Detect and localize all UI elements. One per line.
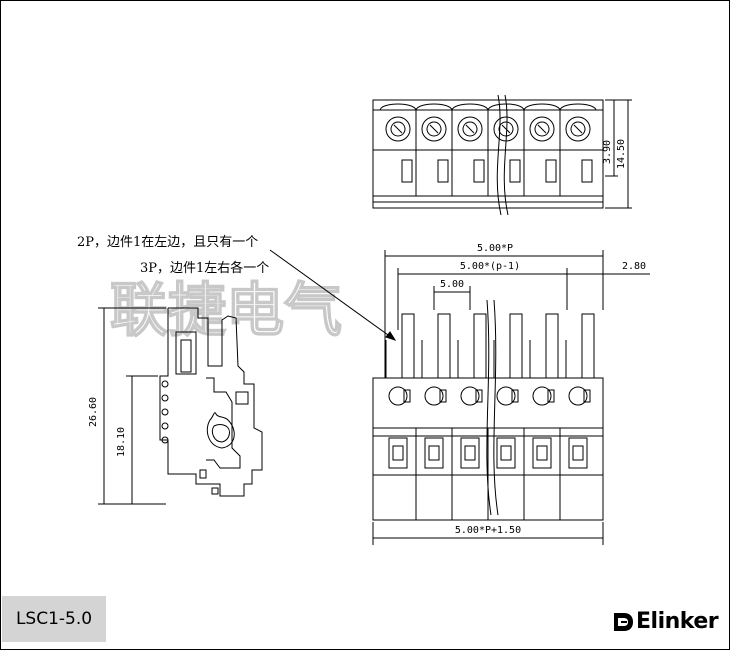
note-leader	[269, 249, 397, 341]
front-view	[372, 250, 650, 545]
front-wire-entry	[568, 437, 588, 469]
dim-26-60: 26.60	[88, 397, 99, 427]
top-latch	[401, 159, 413, 183]
top-latch	[437, 159, 449, 183]
top-screw-head	[385, 116, 411, 142]
front-screw-tab	[547, 389, 555, 403]
front-screw-hole	[388, 386, 408, 406]
top-screw-slot	[537, 124, 547, 134]
top-screw-slot	[573, 124, 583, 134]
top-view	[372, 94, 632, 216]
front-wire-entry-inner	[464, 445, 476, 461]
dim-edge-offset: 2.80	[622, 261, 646, 272]
top-screw-arc	[523, 103, 561, 111]
top-screw-slot	[465, 124, 475, 134]
front-wire-entry-inner	[572, 445, 584, 461]
top-screw-inner	[390, 121, 406, 137]
top-latch	[473, 159, 485, 183]
front-screw-hole	[532, 386, 552, 406]
dim-14-50: 14.50	[616, 139, 627, 169]
front-clip	[581, 313, 595, 379]
brand-logo: Elinker	[612, 609, 719, 634]
top-screw-head	[529, 116, 555, 142]
top-screw-arc	[379, 103, 417, 111]
front-screw-tab	[475, 389, 483, 403]
front-screw-tab	[403, 389, 411, 403]
dim-pitch-total: 5.00*P	[477, 243, 513, 254]
top-screw-slot	[393, 124, 403, 134]
note-line-1: 2P，边件1在左边，且只有一个	[77, 235, 258, 250]
front-wire-entry	[388, 437, 408, 469]
front-wire-entry-inner	[500, 445, 512, 461]
top-screw-head	[565, 116, 591, 142]
top-screw-inner	[534, 121, 550, 137]
front-screw-hole	[568, 386, 588, 406]
front-clip	[401, 313, 415, 379]
side-view	[98, 307, 263, 505]
front-clip	[545, 313, 559, 379]
top-latch	[545, 159, 557, 183]
front-wire-entry	[532, 437, 552, 469]
front-wire-entry	[424, 437, 444, 469]
top-screw-inner	[462, 121, 478, 137]
top-screw-slot	[501, 124, 511, 134]
brand-name: Elinker	[636, 609, 719, 634]
dim-overall-width: 5.00*P+1.50	[455, 525, 521, 536]
elinker-logo-icon	[614, 612, 633, 631]
dim-18-10: 18.10	[116, 427, 127, 457]
top-screw-head	[421, 116, 447, 142]
top-screw-arc	[415, 103, 453, 111]
front-screw-hole	[460, 386, 480, 406]
top-latch	[509, 159, 521, 183]
dim-3-90: 3.90	[602, 140, 613, 164]
top-screw-head	[457, 116, 483, 142]
dim-pitch: 5.00	[440, 279, 464, 290]
front-clip	[473, 313, 487, 379]
front-screw-hole	[424, 386, 444, 406]
watermark: 联捷电气	[110, 276, 342, 344]
front-wire-entry-inner	[392, 445, 404, 461]
front-screw-tab	[511, 389, 519, 403]
model-label: LSC1-5.0	[2, 596, 106, 642]
front-clip	[437, 313, 451, 379]
front-screw-tab	[583, 389, 591, 403]
top-screw-inner	[570, 121, 586, 137]
dim-pitch-minus-one: 5.00*(p-1)	[460, 261, 520, 272]
top-latch	[581, 159, 593, 183]
front-clip	[509, 313, 523, 379]
front-screw-hole	[496, 386, 516, 406]
front-wire-entry	[496, 437, 516, 469]
top-screw-slot	[429, 124, 439, 134]
front-wire-entry-inner	[536, 445, 548, 461]
top-screw-arc	[559, 103, 597, 111]
front-wire-entry	[460, 437, 480, 469]
top-screw-inner	[426, 121, 442, 137]
front-wire-entry-inner	[428, 445, 440, 461]
front-screw-tab	[439, 389, 447, 403]
note-line-2: 3P，边件1左右各一个	[140, 260, 269, 276]
top-screw-arc	[451, 103, 489, 111]
